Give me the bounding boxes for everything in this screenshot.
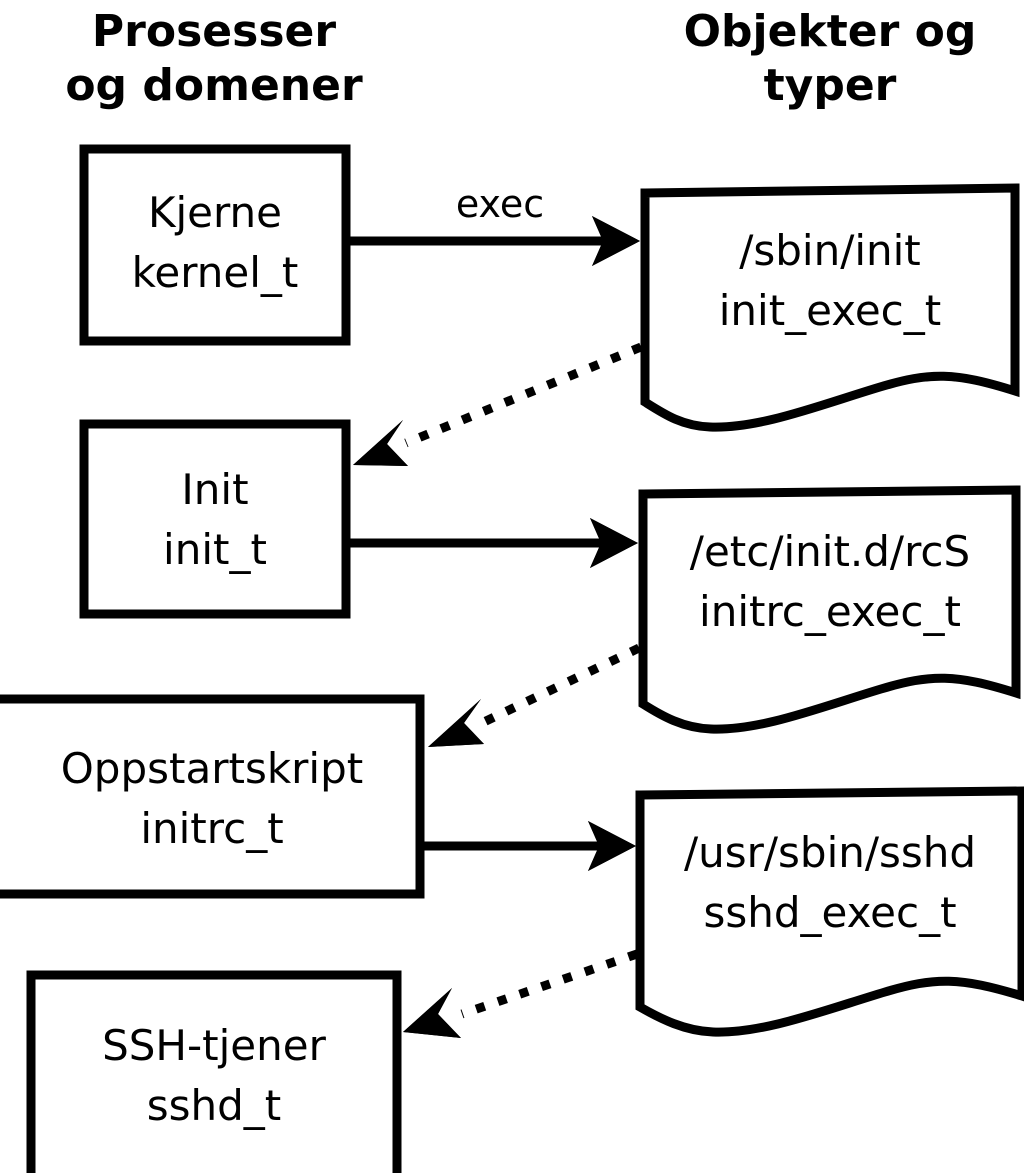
process-node-sshd-box[interactable] xyxy=(26,970,402,1173)
process-node-initrc[interactable]: Oppstartskript initrc_t xyxy=(0,694,425,899)
column-header-objects-line2: typer xyxy=(764,60,897,111)
column-header-processes: Prosesser og domener xyxy=(65,6,363,111)
column-header-objects: Objekter og typer xyxy=(684,6,977,111)
object-node-sbin-init-line1: /sbin/init xyxy=(739,226,921,275)
column-header-processes-line2: og domener xyxy=(65,60,363,111)
object-node-sbin-init-shape[interactable] xyxy=(640,183,1020,432)
arrowheads-overlay xyxy=(353,216,640,1038)
arrowhead-init-to-rcsexec xyxy=(590,518,638,568)
process-node-init-box[interactable] xyxy=(79,419,351,619)
arrowhead-rcsexec-to-initrc xyxy=(428,699,484,747)
arrowhead-initexec-to-init xyxy=(353,420,408,466)
object-node-etc-initd-rcs-line1: /etc/init.d/rcS xyxy=(690,527,970,576)
process-node-init[interactable]: Init init_t xyxy=(79,419,351,619)
edge-initrcexec-transition-initrc-line xyxy=(482,643,641,727)
edge-initexec-transition-init xyxy=(353,342,643,466)
object-node-usr-sbin-sshd[interactable]: /usr/sbin/sshd sshd_exec_t xyxy=(635,786,1024,1037)
process-node-sshd-line2: sshd_t xyxy=(147,1081,282,1130)
process-node-sshd[interactable]: SSH-tjener sshd_t xyxy=(26,970,402,1173)
arrowhead-sshdexec-to-sshd xyxy=(403,988,461,1038)
object-node-usr-sbin-sshd-line1: /usr/sbin/sshd xyxy=(684,828,976,877)
object-node-sbin-init[interactable]: /sbin/init init_exec_t xyxy=(640,183,1020,432)
object-node-sbin-init-line2: init_exec_t xyxy=(719,286,942,335)
edge-label-exec: exec xyxy=(456,182,544,226)
object-node-usr-sbin-sshd-shape[interactable] xyxy=(635,786,1024,1037)
arrowhead-initrc-to-sshdexec xyxy=(588,821,636,871)
process-node-init-line1: Init xyxy=(181,465,248,514)
object-node-usr-sbin-sshd-line2: sshd_exec_t xyxy=(703,888,956,937)
process-node-kernel-box[interactable] xyxy=(79,144,351,346)
process-node-initrc-box[interactable] xyxy=(0,694,425,899)
edge-sshdexec-transition-sshd-line xyxy=(460,949,639,1019)
object-node-etc-initd-rcs-shape[interactable] xyxy=(638,485,1021,734)
arrowhead-kernel-to-initexec xyxy=(592,216,640,266)
object-node-etc-initd-rcs-line2: initrc_exec_t xyxy=(699,587,961,636)
column-header-objects-line1: Objekter og xyxy=(684,6,977,57)
process-node-kernel-line2: kernel_t xyxy=(132,248,299,297)
column-header-processes-line1: Prosesser xyxy=(92,6,336,57)
process-node-initrc-line1: Oppstartskript xyxy=(61,744,363,793)
process-node-sshd-line1: SSH-tjener xyxy=(102,1021,326,1070)
process-node-kernel[interactable]: Kjerne kernel_t xyxy=(79,144,351,346)
process-node-kernel-line1: Kjerne xyxy=(148,188,282,237)
process-node-initrc-line2: initrc_t xyxy=(140,804,283,853)
process-node-init-line2: init_t xyxy=(163,525,267,574)
edge-initexec-transition-init-line xyxy=(404,342,643,448)
object-node-etc-initd-rcs[interactable]: /etc/init.d/rcS initrc_exec_t xyxy=(638,485,1021,734)
